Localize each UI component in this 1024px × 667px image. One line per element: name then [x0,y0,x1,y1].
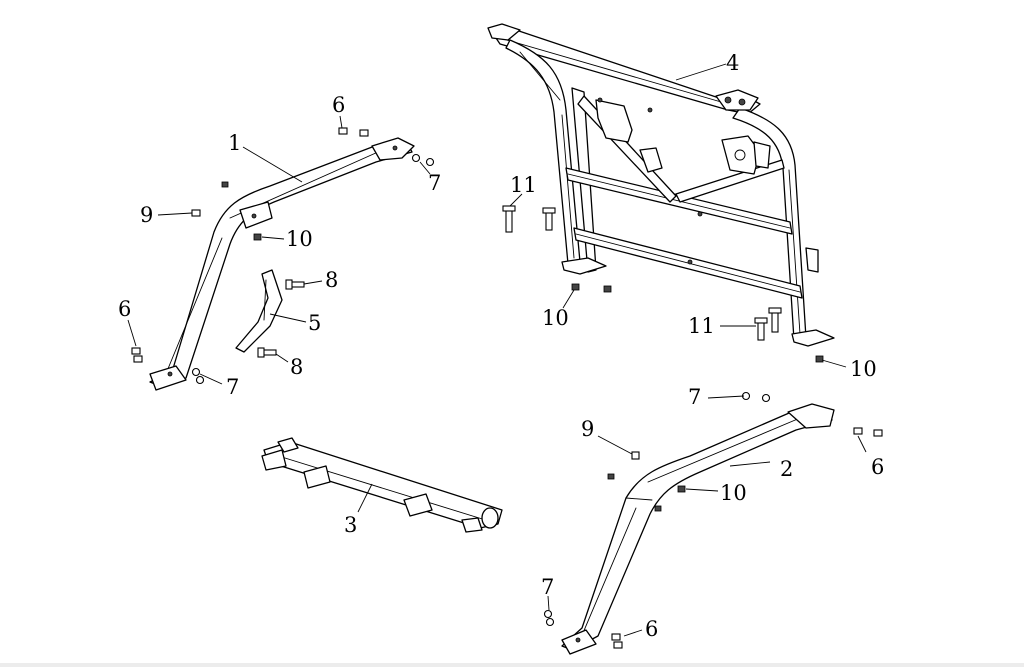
callout-8: 8 [290,355,303,379]
callout-7: 7 [541,575,554,599]
callout-10: 10 [286,227,313,251]
callout-2: 2 [780,457,793,481]
callout-9: 9 [140,203,153,227]
callout-6: 6 [332,93,345,117]
callout-10: 10 [850,357,877,381]
part-callouts: 1 2 3 4 5 6 6 6 6 7 7 7 7 8 8 9 9 10 10 … [118,51,884,641]
callout-9: 9 [581,417,594,441]
callout-11: 11 [688,314,715,338]
callout-8: 8 [325,268,338,292]
fastener-hardware [131,127,883,649]
callout-6: 6 [118,297,131,321]
bottom-divider [0,663,1024,667]
callout-10: 10 [542,306,569,330]
left-front-pillar-part-1 [149,137,415,391]
callout-7: 7 [226,375,239,399]
callout-11: 11 [510,173,537,197]
rear-frame-part-4 [487,23,835,347]
leader-lines [127,63,867,637]
callout-6: 6 [871,455,884,479]
lower-crossbar-part-3 [261,437,503,533]
callout-5: 5 [308,311,321,335]
callout-1: 1 [228,131,241,155]
callout-7: 7 [688,385,701,409]
callout-6: 6 [645,617,658,641]
callout-3: 3 [344,513,357,537]
callout-10: 10 [720,481,747,505]
callout-7: 7 [428,171,441,195]
callout-4: 4 [726,51,739,75]
grab-handle-part-5 [235,269,283,353]
right-front-pillar-part-2 [561,403,835,655]
